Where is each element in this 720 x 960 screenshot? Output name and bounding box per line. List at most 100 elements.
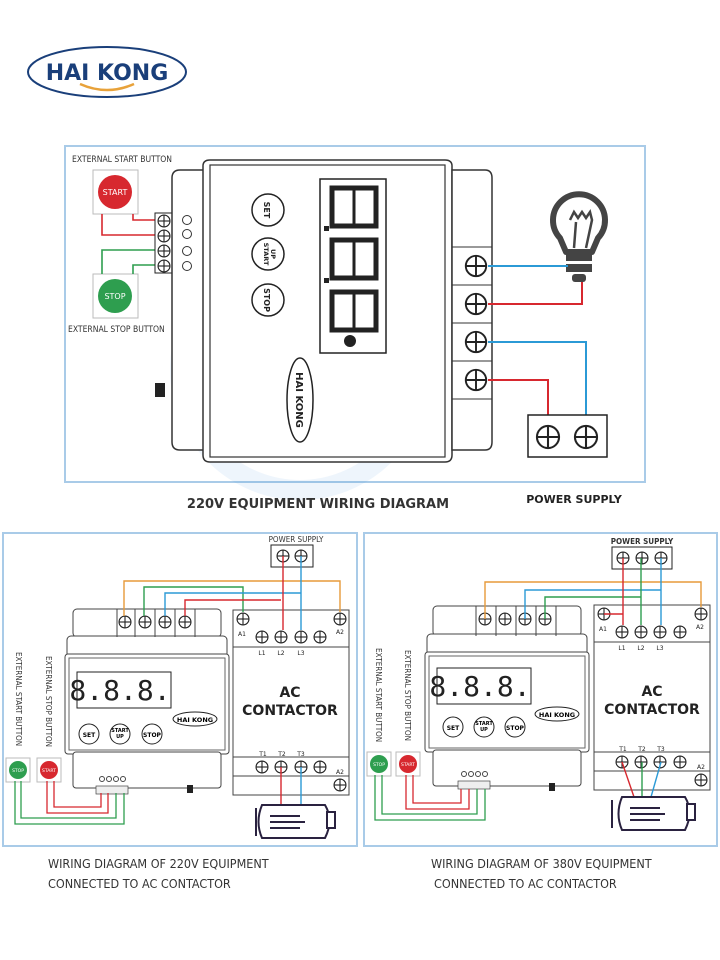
svg-text:A2: A2 [336,629,344,636]
light-bulb-icon [550,191,608,282]
svg-text:STOP: STOP [373,762,385,768]
svg-text:HAI KONG: HAI KONG [293,372,304,428]
top-diagram: EXTERNAL START BUTTON START STOP EXTERNA… [64,145,646,500]
caption-220v-line1: WIRING DIAGRAM OF 220V EQUIPMENT [48,856,269,871]
svg-text:UP: UP [116,734,124,740]
stop-label: STOP [262,288,271,312]
wire-red [488,282,583,305]
svg-text:L1: L1 [258,650,265,657]
panel-set-button[interactable]: SET [251,193,285,227]
brand-logo-text: HAI KONG [46,61,169,86]
power-supply-terminal [527,414,608,458]
power-supply-terminal [270,544,314,568]
top-diagram-title: 220V EQUIPMENT WIRING DIAGRAM [187,497,449,512]
svg-text:A1: A1 [238,631,246,638]
wire-green [101,249,155,274]
display-value: 8.8.8. [429,670,530,703]
caption-220v-line2: CONNECTED TO AC CONTACTOR [48,876,231,891]
set-label: SET [262,202,271,219]
ext-stop-caption: EXTERNAL STOP BUTTON [403,650,412,741]
svg-text:STOP: STOP [12,768,24,774]
display-value: 8.8.8. [69,674,170,707]
svg-text:A1: A1 [599,626,607,633]
ext-start-caption: EXTERNAL START BUTTON [374,648,383,742]
top-power-supply-label: POWER SUPPLY [526,493,623,506]
power-supply-label: POWER SUPPLY [269,535,324,544]
contactor-title: CONTACTOR [604,702,700,718]
wire-red [132,214,155,221]
svg-text:L2: L2 [277,650,284,657]
svg-text:T2: T2 [277,751,286,758]
svg-text:T3: T3 [656,746,665,753]
caption-380v-line2: CONNECTED TO AC CONTACTOR [434,876,617,891]
diagram-380v-contactor: POWER SUPPLY 8.8.8. SET STA [363,532,718,847]
diagram-220v-contactor: POWER SUPPLY 8.8.8. SET START [2,532,358,847]
svg-text:STOP: STOP [143,732,162,739]
power-supply-label: POWER SUPPLY [611,537,674,546]
device-logo: HAI KONG [286,357,314,443]
svg-text:HAI KONG: HAI KONG [177,716,213,724]
svg-text:L1: L1 [618,645,625,652]
svg-text:SET: SET [83,732,96,739]
svg-text:START: START [475,721,493,727]
svg-text:L3: L3 [297,650,304,657]
external-start-button[interactable]: START [92,169,139,215]
svg-text:UP: UP [269,249,277,259]
contactor-title: AC [279,685,300,701]
panel-set-button[interactable]: SET [78,723,100,745]
motor-icon [611,796,696,831]
seven-segment-display [319,178,387,354]
panel-stop-button[interactable]: STOP [504,716,526,738]
panel-stop-button[interactable]: STOP [251,283,285,317]
svg-text:A2: A2 [336,769,344,776]
external-start-button[interactable]: START [395,751,421,777]
svg-text:START: START [262,243,270,266]
panel-stop-button[interactable]: STOP [141,723,163,745]
brand-logo-swoosh [79,82,135,92]
svg-text:SET: SET [447,725,460,732]
wire-green [132,264,155,274]
svg-text:L2: L2 [637,645,644,652]
svg-text:START: START [401,762,415,768]
output-terminal-block [452,246,492,400]
external-stop-button[interactable]: STOP [366,751,392,777]
motor-icon [255,804,336,839]
svg-text:A2: A2 [697,764,705,771]
svg-text:STOP: STOP [506,725,525,732]
caption-380v-line1: WIRING DIAGRAM OF 380V EQUIPMENT [431,856,652,871]
svg-text:START: START [42,768,56,774]
ac-contactor: A1 L1 L2 L3 A2 AC CONTACTOR T1 T2 T3 A2 [593,604,711,791]
svg-text:HAI KONG: HAI KONG [539,711,575,719]
ext-stop-caption: EXTERNAL STOP BUTTON [68,325,165,335]
wire-red [101,214,155,236]
panel-set-button[interactable]: SET [442,716,464,738]
timer-device: SET START UP STOP [155,159,493,463]
svg-text:UP: UP [480,727,488,733]
external-stop-button[interactable]: STOP [5,757,31,783]
contactor-title: AC [641,684,662,700]
panel-startup-button[interactable]: START UP [251,237,285,271]
svg-text:A2: A2 [696,624,704,631]
ext-stop-caption: EXTERNAL STOP BUTTON [44,656,53,747]
svg-text:T2: T2 [637,746,646,753]
external-stop-button[interactable]: STOP [92,273,139,319]
external-start-button[interactable]: START [36,757,62,783]
brand-logo: HAI KONG [27,46,187,98]
ext-start-caption: EXTERNAL START BUTTON [72,155,172,165]
svg-text:START: START [111,728,129,734]
svg-text:L3: L3 [656,645,663,652]
stop-button-label: STOP [104,292,125,301]
device-logo: HAI KONG [534,706,580,722]
ext-start-caption: EXTERNAL START BUTTON [14,652,23,746]
svg-text:T1: T1 [258,751,267,758]
svg-text:T3: T3 [296,751,305,758]
ac-contactor: A1 L1 L2 L3 A2 AC CONTACTOR T1 T2 T3 A2 [232,609,350,796]
start-button-label: START [103,188,128,197]
wire-blue [488,341,587,434]
power-supply-terminal [611,546,673,570]
